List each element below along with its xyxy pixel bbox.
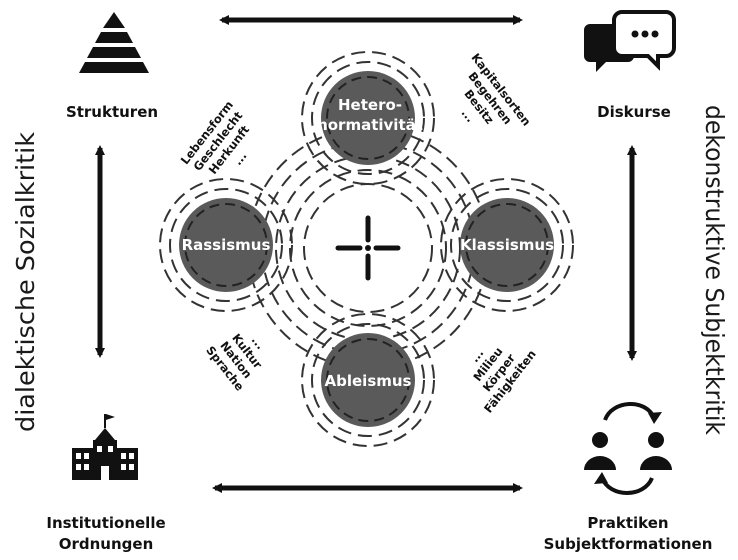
speech-bubbles-icon [584,10,676,72]
circle-ableism [321,333,415,427]
crosshair-icon [335,215,401,281]
circle-classism [460,198,554,292]
circle-label-bottom: Ableismus [325,372,412,390]
diag-upper-right: Kapitalsorten Begehren Besitz ... [459,51,534,129]
diag-lower-right: ... Milieu Körper Fähigkeiten [467,344,539,415]
label-institutionelle: Institutionelle [46,514,165,532]
people-cycle-icon [584,402,672,495]
circle-label-top-1: Hetero- [338,96,402,114]
pyramid-icon [79,12,149,73]
label-diskurse: Diskurse [597,103,671,121]
circle-label-right: Klassismus [460,236,554,254]
circle-heteronormativity [321,71,415,165]
circle-racism [179,198,273,292]
circle-label-left: Rassismus [182,236,271,254]
label-praktiken: Praktiken [587,514,668,532]
school-building-icon [72,414,138,480]
discrimination-circles [179,71,554,427]
label-subjektformationen: Subjektformationen [544,535,713,553]
circle-label-top-2: normativität [317,116,423,134]
side-label-right: dekonstruktive Subjektkritik [700,105,729,435]
label-strukturen: Strukturen [66,103,158,121]
diag-lower-left: ... Kultur Nation Sprache [203,331,267,394]
label-ordnungen: Ordnungen [59,535,154,553]
side-label-left: dialektische Sozialkritik [11,131,40,432]
